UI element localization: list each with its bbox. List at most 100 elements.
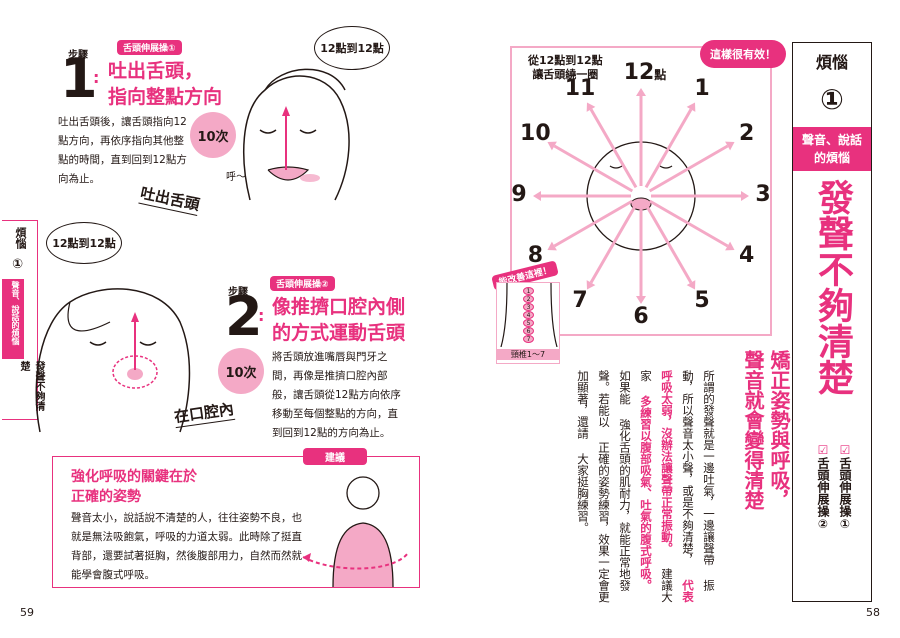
check2-icon: ☑ <box>816 443 830 457</box>
right-body-col4: 如果能 <box>618 370 632 405</box>
clock-number-5: 5 <box>694 287 710 313</box>
clock-ray-4 <box>648 199 729 248</box>
panel-topic: 發聲不夠清楚 <box>812 179 853 395</box>
clock-caption-line1: 從12點到12點 <box>528 54 603 67</box>
clock-caption-line2: 讓舌頭繞一圈 <box>532 68 599 81</box>
clock-ray-10 <box>553 144 634 193</box>
vertebra-6: 6 <box>523 327 534 335</box>
step1-body: 吐出舌頭後，讓舌頭指向12點方向，再依序指向其他整點的時間，直到回到12點方向為… <box>58 116 187 185</box>
right-heading-line1: 矯正姿勢與呼吸， <box>767 350 791 510</box>
vertebra-7: 7 <box>523 335 534 343</box>
right-body-emph2: 呼吸太弱，沒辦法讓聲帶正常振動。 <box>660 370 674 554</box>
clock-number-12: 12點 <box>623 60 667 85</box>
panel-category: 聲音、說話 的煩惱 <box>793 127 871 171</box>
clock-twelve-suffix: 點 <box>654 68 667 82</box>
tip-body: 聲音太小，說話說不清楚的人，往往姿勢不良，也就是無法吸飽氣，呼吸的力道太弱。此時… <box>71 512 302 581</box>
step2-title-line1: 像推擠口腔內側 <box>272 296 406 318</box>
clock-ray-8 <box>553 199 634 248</box>
panel-check1-label: 舌頭伸展操① <box>838 457 852 531</box>
tip-posture-illustration <box>302 476 409 587</box>
step2-label: 步驟 <box>228 287 248 298</box>
vertebra-5: 5 <box>523 319 534 327</box>
clock-arrowhead-5 <box>686 280 696 290</box>
right-body: 所謂的發聲就是一邊吐氣，一邊讓聲帶 振動，所以聲音太小聲，或是不夠清楚， 代表 … <box>572 370 719 610</box>
neck-illustration <box>500 283 558 348</box>
right-body-col3: 建議大家 <box>639 370 674 603</box>
right-heading-line2: 聲音就會變得清楚 <box>741 350 765 510</box>
panel-check1: ☑舌頭伸展操① <box>837 443 854 531</box>
panel-title: 煩惱 <box>815 53 848 72</box>
step1-face-illustration <box>243 68 350 201</box>
tip-title-line1: 強化呼吸的關鍵在於 <box>71 469 197 485</box>
right-side-panel: 煩惱 ① 聲音、說話 的煩惱 發聲不夠清楚 ☑舌頭伸展操① ☑舌頭伸展操② <box>792 42 872 602</box>
clock-arrowhead-8 <box>547 241 557 251</box>
clock-number-11: 11 <box>564 76 596 102</box>
step2-title: 像推擠口腔內側 的方式運動舌頭 <box>272 294 405 346</box>
clock-arrowhead-2 <box>725 141 735 151</box>
panel-category-line1: 聲音、說話 <box>801 133 862 147</box>
clock-number-10: 10 <box>520 121 551 146</box>
right-body-emph1: 代表 <box>681 579 695 603</box>
clock-number-1: 1 <box>694 76 710 102</box>
tip-title: 強化呼吸的關鍵在於 正確的姿勢 <box>71 467 197 507</box>
right-heading: 矯正姿勢與呼吸， 聲音就會變得清楚 <box>740 350 792 610</box>
step1-bullets: : <box>93 68 100 87</box>
panel-check2-label: 舌頭伸展操② <box>816 457 830 531</box>
panel-number: ① <box>820 83 844 116</box>
vertebra-1: 1 <box>523 287 534 295</box>
step1-title-line2: 指向整點方向 <box>108 86 223 108</box>
right-page-number: 58 <box>866 606 880 619</box>
step1-title: 吐出舌頭， 指向整點方向 <box>108 58 222 110</box>
right-body-col5: 強化舌頭的肌耐力，就能正常地發聲。若能以 <box>597 370 632 591</box>
right-body-col7: 大家挺胸練習。 <box>576 453 590 534</box>
step2-title-line2: 的方式運動舌頭 <box>272 322 406 344</box>
clock-number-4: 4 <box>738 243 755 268</box>
effective-bubble: 這樣很有效！ <box>700 40 786 68</box>
step2-face-illustration <box>35 288 191 433</box>
tip-box: 建議 強化呼吸的關鍵在於 正確的姿勢 聲音太小，說話說不清楚的人，往往姿勢不良，… <box>52 448 420 588</box>
clock-caption: 從12點到12點 讓舌頭繞一圈 <box>528 54 603 82</box>
right-body-col2: 振動，所以聲音太小聲，或是不夠清楚， <box>681 370 716 591</box>
step1-sigh: 呼～ <box>226 172 246 183</box>
clock-arrowhead-10 <box>547 141 557 151</box>
clock-diagram-frame <box>510 46 772 336</box>
tip-tag: 建議 <box>303 448 367 465</box>
tip-title-line2: 正確的姿勢 <box>71 489 141 505</box>
right-body-col1: 所謂的發聲就是一邊吐氣，一邊讓聲帶 <box>702 370 716 566</box>
clock-arrowhead-12 <box>636 88 646 96</box>
clock-number-2: 2 <box>738 121 755 146</box>
clock-arrowhead-11 <box>586 102 596 112</box>
step2-tag: 舌頭伸展操② <box>270 276 335 291</box>
step2-number: 2 <box>225 285 263 348</box>
left-side-tab: 煩惱 ① 聲音、說話的煩惱 發聲不夠清楚 <box>2 220 44 420</box>
clock-number-6: 6 <box>633 304 649 329</box>
clock-number-8: 8 <box>527 243 543 268</box>
step1-tag: 舌頭伸展操① <box>117 40 182 55</box>
clock-number-9: 9 <box>511 182 527 207</box>
step1-count-badge: 10次 <box>190 112 236 158</box>
step1-thought-bubble: 12點到12點 <box>314 26 390 70</box>
step2-thought-bubble: 12點到12點 <box>46 222 122 264</box>
vertebra-4: 4 <box>523 311 534 319</box>
inset-caption: 頸椎1～7 <box>497 349 559 360</box>
step2-body: 將舌頭放進嘴唇與門牙之間，再像是推擠口腔內部般，讓舌頭從12點方向依序移動至每個… <box>272 351 401 439</box>
clock-ray-11 <box>589 108 638 189</box>
vertebra-3: 3 <box>523 303 534 311</box>
panel-check2: ☑舌頭伸展操② <box>815 443 832 531</box>
side-tab-topic: 發聲不夠清楚 <box>18 361 44 411</box>
side-tab-number: ① <box>12 257 24 272</box>
right-body-col6: 正確的姿勢練習，效果一定會更加顯著，還請 <box>576 370 611 603</box>
clock-arrowhead-4 <box>725 241 735 251</box>
clock-number-3: 3 <box>755 182 771 207</box>
clock-arrowhead-9 <box>533 191 541 201</box>
step1-number: 1 <box>60 47 98 110</box>
panel-category-line2: 的煩惱 <box>813 151 850 165</box>
clock-ray-5 <box>644 203 693 284</box>
vertebra-2: 2 <box>523 295 534 303</box>
side-tab-title: 煩惱 <box>14 227 27 249</box>
step2-bullets: : <box>258 306 265 325</box>
left-page-number: 59 <box>20 606 34 619</box>
clock-number-7: 7 <box>572 287 588 313</box>
step1-label: 步驟 <box>68 50 88 61</box>
